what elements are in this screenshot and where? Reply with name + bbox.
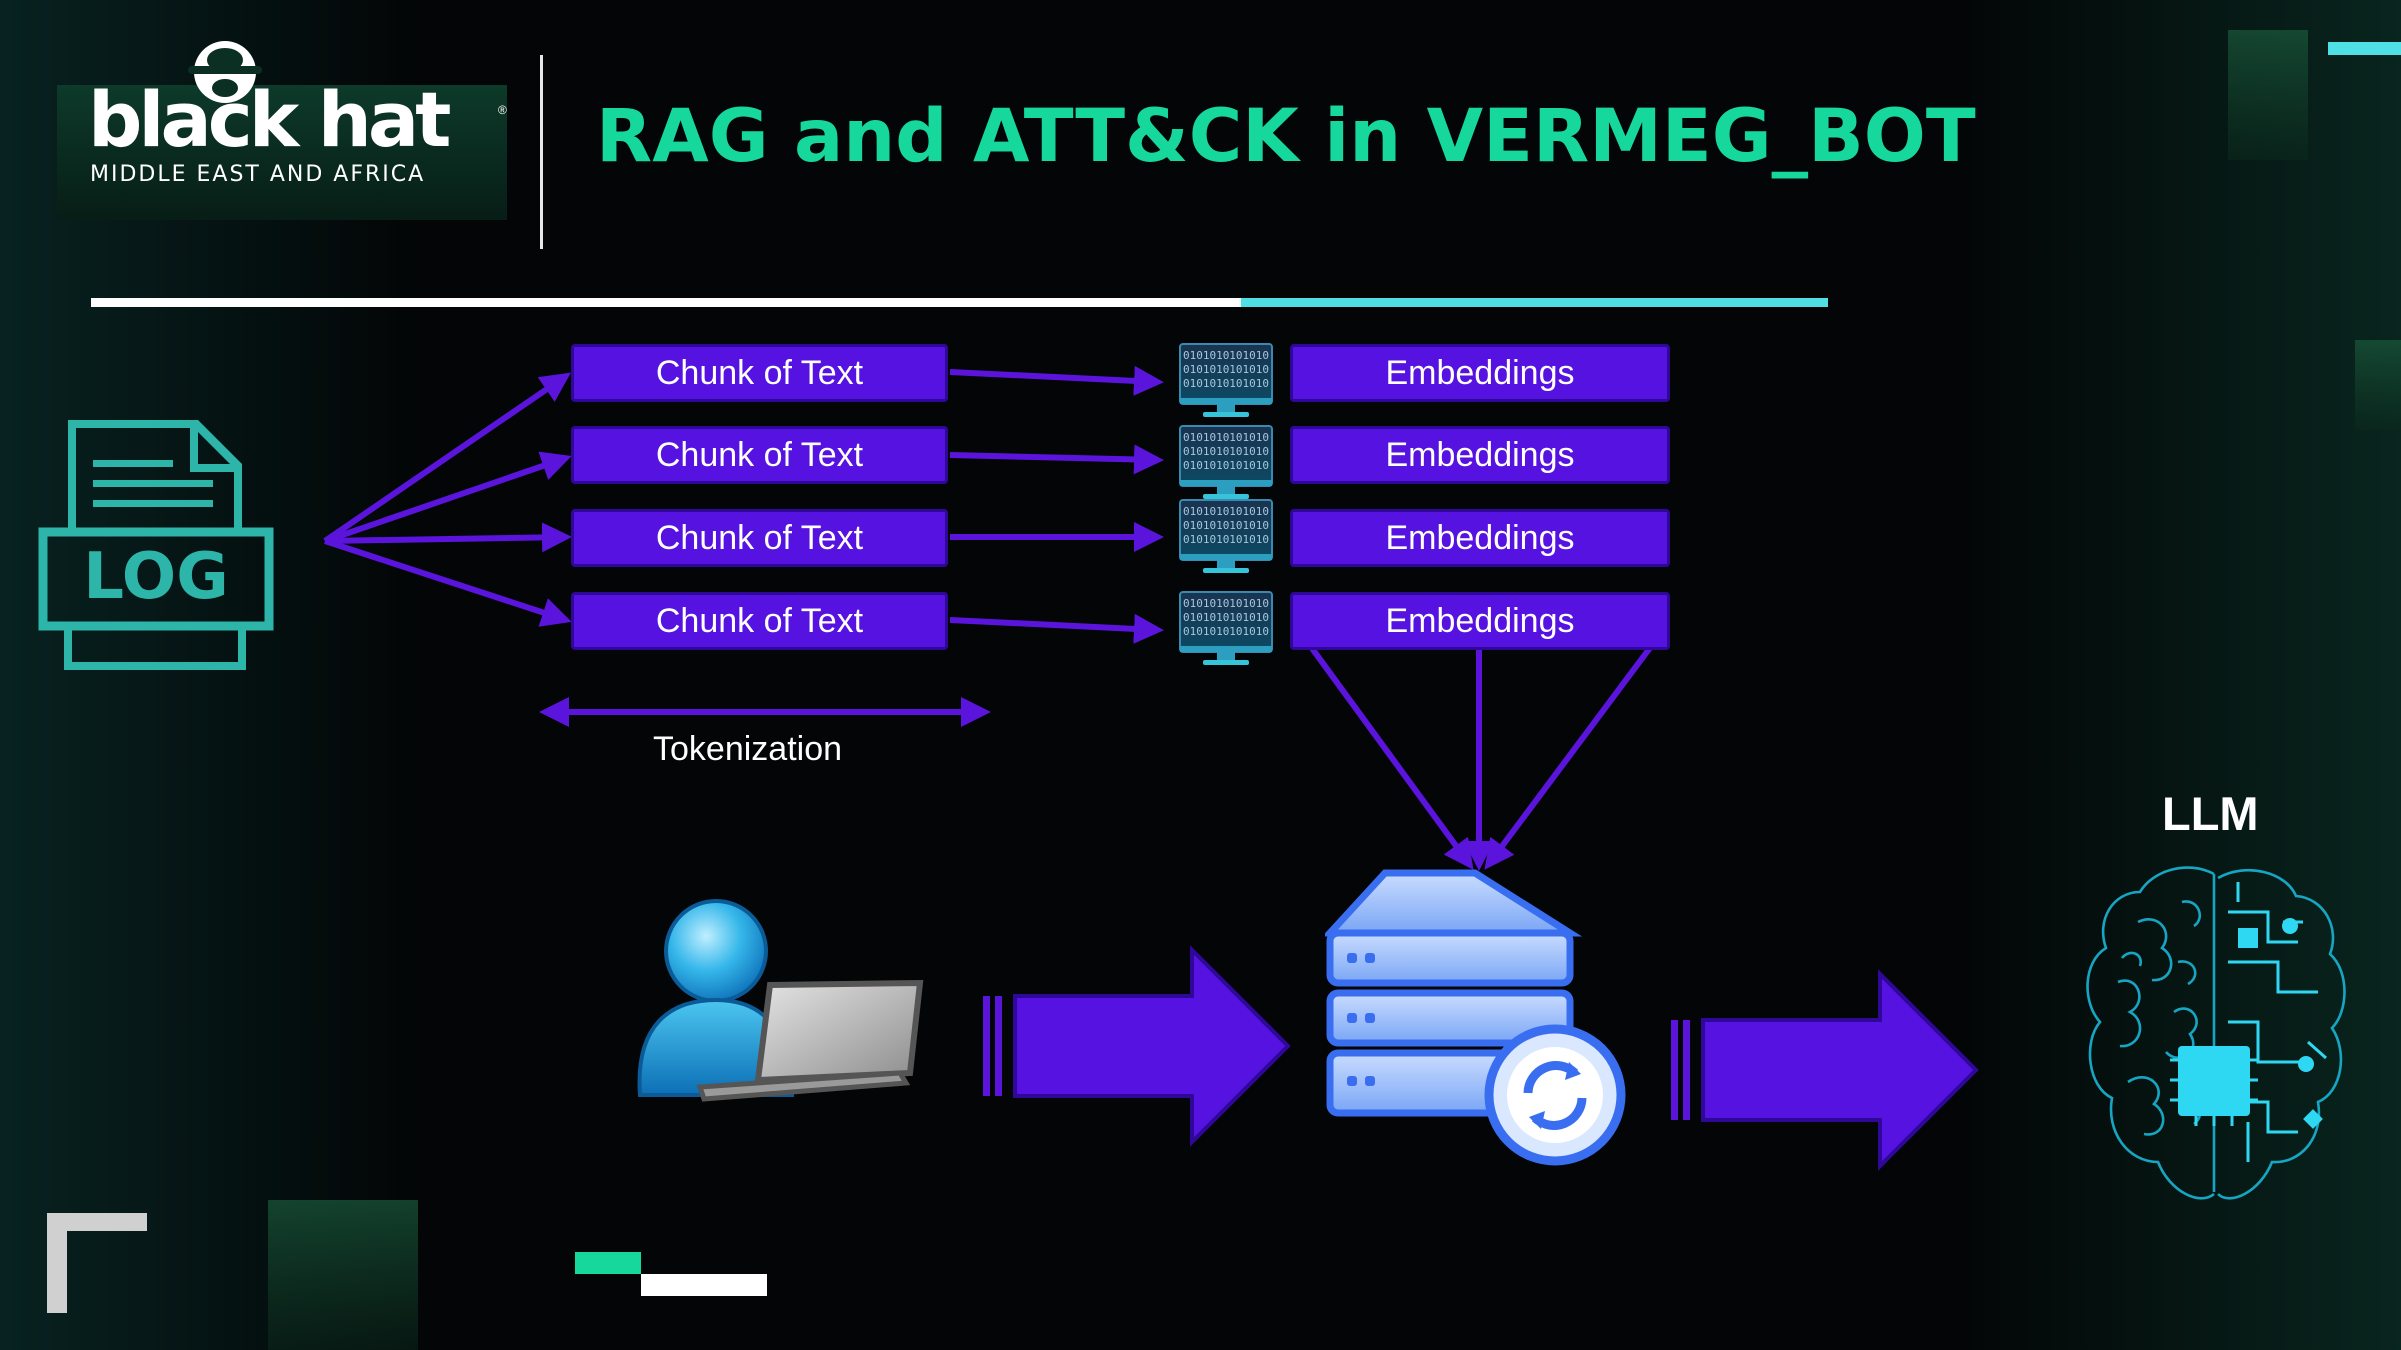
- binary-text-line: 0101010101010: [1183, 597, 1269, 610]
- page-title: RAG and ATT&CK in VERMEG_BOT: [596, 94, 1976, 179]
- binary-text-line: 0101010101010: [1183, 431, 1269, 444]
- user-to-db-block-arrow: [983, 945, 1291, 1147]
- binary-text-line: 0101010101010: [1183, 377, 1269, 390]
- header-divider: [540, 55, 543, 249]
- tokenization-label: Tokenization: [653, 730, 843, 768]
- binary-text-line: 0101010101010: [1183, 445, 1269, 458]
- binary-text-line: 0101010101010: [1183, 611, 1269, 624]
- chunk-2-to-embed-arrow: [949, 444, 1164, 475]
- embeddings-box-4: Embeddings: [1290, 592, 1670, 650]
- corner-bracket-decoration: [47, 1213, 147, 1313]
- binary-text-line: 0101010101010: [1183, 625, 1269, 638]
- logo-registered-mark: ®: [498, 103, 507, 117]
- title-underline-cyan: [1241, 298, 1828, 307]
- log-to-chunk-2-arrow: [324, 451, 572, 544]
- embeddings-box-1: Embeddings: [1290, 344, 1670, 402]
- binary-text-line: 0101010101010: [1183, 519, 1269, 532]
- chunk-box-1: Chunk of Text: [571, 344, 948, 402]
- log-to-chunk-3-arrow: [324, 522, 572, 553]
- embeddings-box-2: Embeddings: [1290, 426, 1670, 484]
- log-label: LOG: [83, 540, 229, 614]
- chunk-box-2: Chunk of Text: [571, 426, 948, 484]
- chunk-4-to-embed-arrow: [949, 613, 1164, 644]
- hat-icon: [188, 41, 262, 103]
- binary-text-line: 0101010101010: [1183, 363, 1269, 376]
- chunk-box-4: Chunk of Text: [571, 592, 948, 650]
- title-underline-white: [91, 298, 1241, 307]
- embeddings-box-3: Embeddings: [1290, 509, 1670, 567]
- brain-circuit-icon: [2086, 866, 2346, 1200]
- binary-text-line: 0101010101010: [1183, 349, 1269, 362]
- embed-left-to-db-arrow: [1292, 623, 1474, 870]
- chunk-1-to-embed-arrow: [949, 365, 1164, 396]
- binary-text-line: 0101010101010: [1183, 533, 1269, 546]
- binary-text-line: 0101010101010: [1183, 505, 1269, 518]
- logo-background: [57, 85, 507, 220]
- vector-database-icon: [1325, 869, 1626, 1166]
- logo-wordmark: black hat: [88, 75, 452, 164]
- logo-subtitle: MIDDLE EAST AND AFRICA: [90, 162, 426, 187]
- embed-right-to-db-arrow: [1484, 623, 1670, 870]
- user-laptop-icon: [637, 899, 924, 1102]
- binary-text-line: 0101010101010: [1183, 459, 1269, 472]
- log-file-icon: [38, 420, 274, 670]
- log-to-chunk-1-arrow: [323, 372, 571, 544]
- log-to-chunk-4-arrow: [324, 538, 572, 627]
- llm-label: LLM: [2162, 787, 2259, 840]
- db-to-llm-block-arrow: [1671, 969, 1979, 1171]
- chunk-box-3: Chunk of Text: [571, 509, 948, 567]
